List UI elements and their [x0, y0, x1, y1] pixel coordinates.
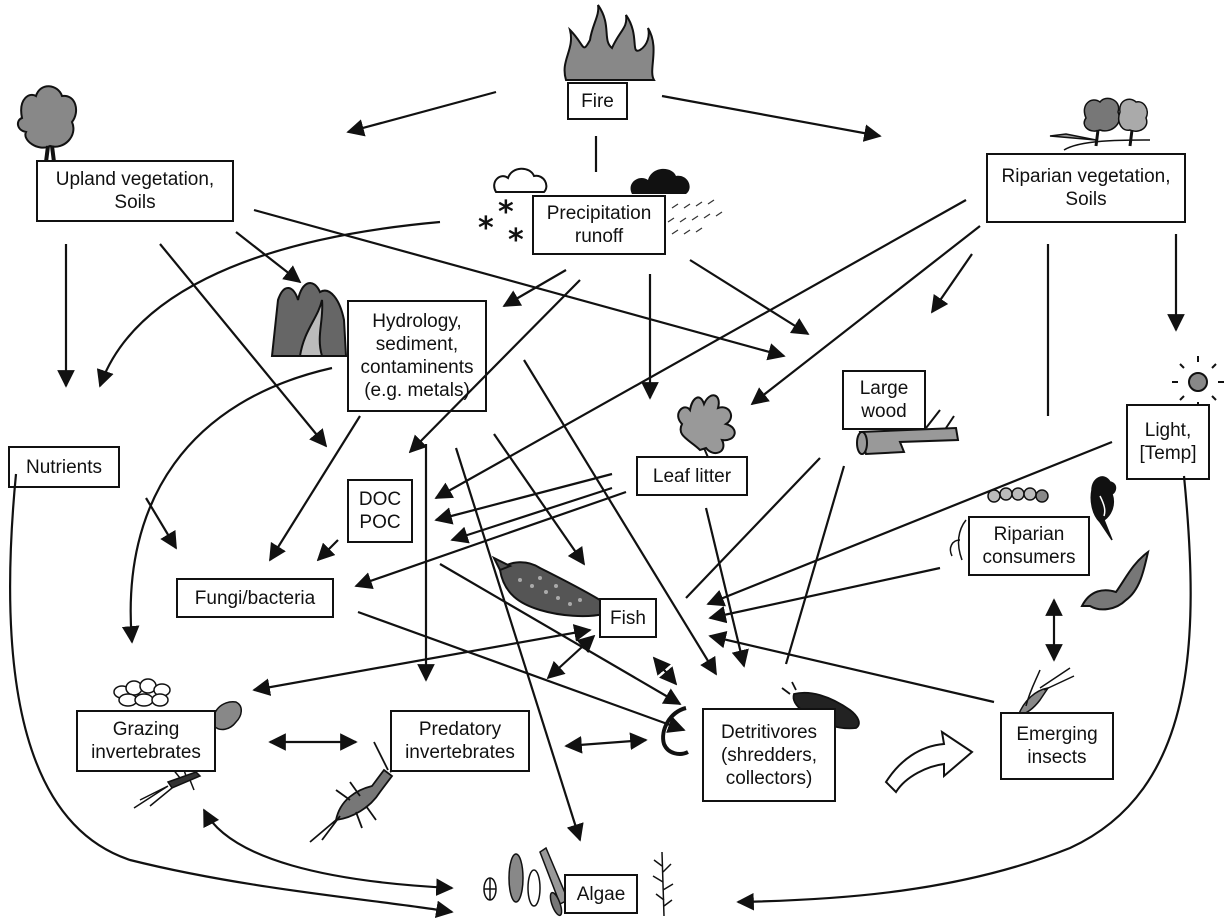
node-grazing-invertebrates: Grazing invertebrates	[76, 710, 216, 772]
snowflake-icon: * * *	[478, 195, 524, 258]
node-algae: Algae	[564, 874, 638, 914]
caterpillar-icon	[987, 487, 1049, 503]
node-predatory-invertebrates: Predatory invertebrates	[390, 710, 530, 772]
node-leaf-litter: Leaf litter	[636, 456, 748, 496]
node-fungi-bacteria: Fungi/bacteria	[176, 578, 334, 618]
svg-text:*: *	[508, 223, 524, 258]
node-precipitation-runoff: Precipitation runoff	[532, 195, 666, 255]
node-large-wood: Large wood	[842, 370, 926, 430]
rain-cloud-icon	[630, 168, 690, 194]
fire-icon	[563, 4, 656, 81]
curved-arrow-icon	[884, 729, 974, 794]
tree-icon	[16, 85, 78, 163]
fish-icon	[491, 555, 606, 618]
worm-icon	[661, 706, 689, 756]
diatom-icon	[483, 846, 569, 917]
node-doc-poc: DOC POC	[347, 479, 413, 543]
node-emerging-insects: Emerging insects	[1000, 712, 1114, 780]
node-fish: Fish	[599, 598, 657, 638]
snail-icon	[212, 701, 242, 731]
plant-icon	[652, 851, 674, 917]
node-riparian-consumers: Riparian consumers	[968, 516, 1090, 576]
node-riparian-vegetation: Riparian vegetation, Soils	[986, 153, 1186, 223]
riparian-trees-icon	[1049, 97, 1151, 151]
node-upland-vegetation: Upland vegetation, Soils	[36, 160, 234, 222]
node-detritivores: Detritivores (shredders, collectors)	[702, 708, 836, 802]
node-nutrients: Nutrients	[8, 446, 120, 488]
rain-icon	[667, 199, 723, 235]
leaf-icon	[677, 394, 736, 463]
node-hydrology: Hydrology, sediment, contaminents (e.g. …	[347, 300, 487, 412]
svg-text:*: *	[478, 211, 494, 246]
bird-icon	[1090, 476, 1117, 541]
caddis-case-icon	[113, 678, 171, 707]
cloud-icon	[493, 167, 548, 193]
node-fire: Fire	[567, 82, 628, 120]
sun-icon	[1172, 356, 1224, 408]
mountain-icon	[270, 282, 348, 357]
node-light-temp: Light, [Temp]	[1126, 404, 1210, 480]
bat-icon	[1080, 549, 1150, 611]
twig-icon	[949, 519, 967, 561]
